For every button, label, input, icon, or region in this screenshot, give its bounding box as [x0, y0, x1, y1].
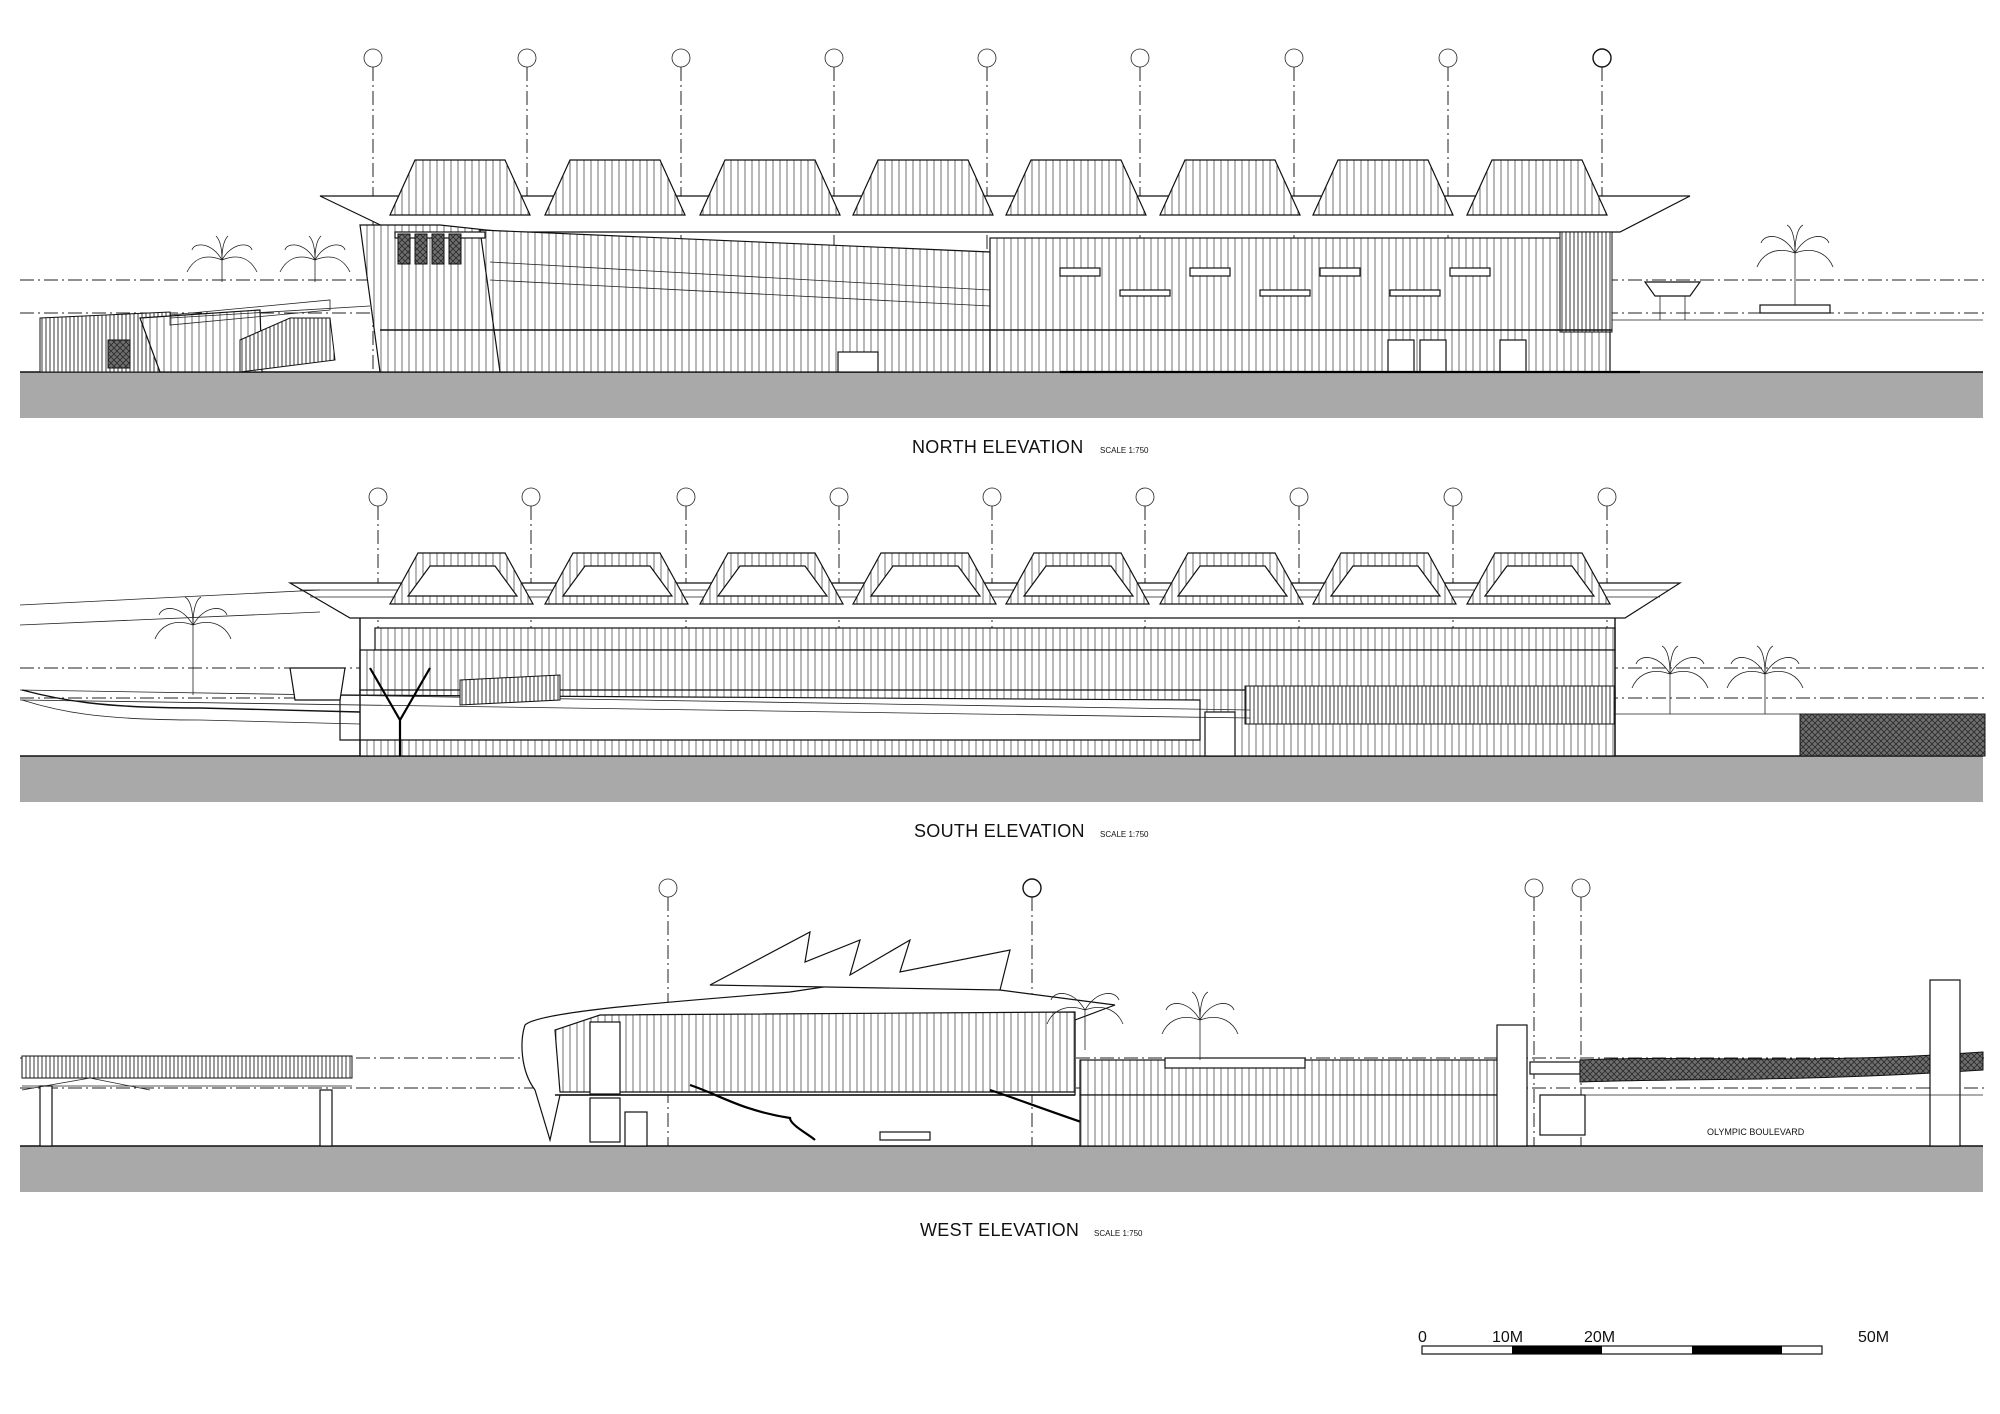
north-roof-lanterns [389, 159, 1608, 216]
grid-bubble [1130, 48, 1150, 68]
south-title: SOUTH ELEVATION [914, 821, 1085, 841]
grid-bubble [1524, 878, 1544, 898]
north-elevation: NORTH ELEVATION SCALE 1:750 [20, 48, 1985, 457]
west-scale: SCALE 1:750 [1094, 1229, 1143, 1238]
palm-tree-icon [279, 235, 351, 282]
south-building [19, 582, 1683, 757]
palm-tree-icon [1756, 224, 1834, 305]
grid-bubble [671, 48, 691, 68]
north-ground [20, 372, 1983, 418]
scale-label-10m: 10M [1492, 1329, 1523, 1346]
grid-bubble [1592, 48, 1612, 68]
scale-label-0: 0 [1418, 1329, 1427, 1346]
grid-bubble [1597, 487, 1617, 507]
grid-bubble [363, 48, 383, 68]
grid-bubble [1135, 487, 1155, 507]
north-left-structures [39, 299, 371, 373]
west-left-viaduct [21, 1055, 353, 1147]
west-elevation: OLYMPIC BOULEVARD WEST ELEVATION SCALE 1… [20, 878, 1985, 1240]
grid-bubble [1443, 487, 1463, 507]
scale-bar: 0 10M 20M 50M [1418, 1329, 1889, 1355]
palm-tree-icon [1631, 645, 1709, 714]
grid-bubble [676, 487, 696, 507]
grid-bubble [1438, 48, 1458, 68]
grid-bubble [1022, 878, 1042, 898]
grid-bubble [1289, 487, 1309, 507]
west-title: WEST ELEVATION [920, 1220, 1079, 1240]
grid-bubble [1284, 48, 1304, 68]
palm-tree-icon [1726, 645, 1804, 714]
west-ground [20, 1146, 1983, 1192]
grid-bubble [824, 48, 844, 68]
north-right-features [1612, 281, 1983, 321]
palm-tree-icon [1161, 991, 1239, 1060]
north-title: NORTH ELEVATION [912, 437, 1084, 457]
grid-bubble [517, 48, 537, 68]
west-right-structures [1079, 979, 1984, 1147]
north-scale: SCALE 1:750 [1100, 446, 1149, 455]
road-label: OLYMPIC BOULEVARD [1707, 1127, 1805, 1137]
north-building [319, 195, 1691, 374]
south-right-structures [1615, 713, 1986, 757]
west-building [521, 930, 1116, 1147]
south-left-structures [19, 589, 561, 756]
grid-bubble [977, 48, 997, 68]
south-ground [20, 756, 1983, 802]
south-roof-lanterns [388, 552, 1612, 605]
grid-bubble [368, 487, 388, 507]
palm-tree-icon [186, 235, 258, 282]
south-scale: SCALE 1:750 [1100, 830, 1149, 839]
grid-bubble [829, 487, 849, 507]
palm-tree-icon [1046, 993, 1124, 1050]
south-elevation: SOUTH ELEVATION SCALE 1:750 [19, 487, 1986, 841]
grid-bubble [521, 487, 541, 507]
grid-bubble [982, 487, 1002, 507]
grid-bubble [658, 878, 678, 898]
palm-tree-icon [154, 596, 232, 695]
grid-bubble [1571, 878, 1591, 898]
scale-label-50m: 50M [1858, 1329, 1889, 1346]
scale-label-20m: 20M [1584, 1329, 1615, 1346]
